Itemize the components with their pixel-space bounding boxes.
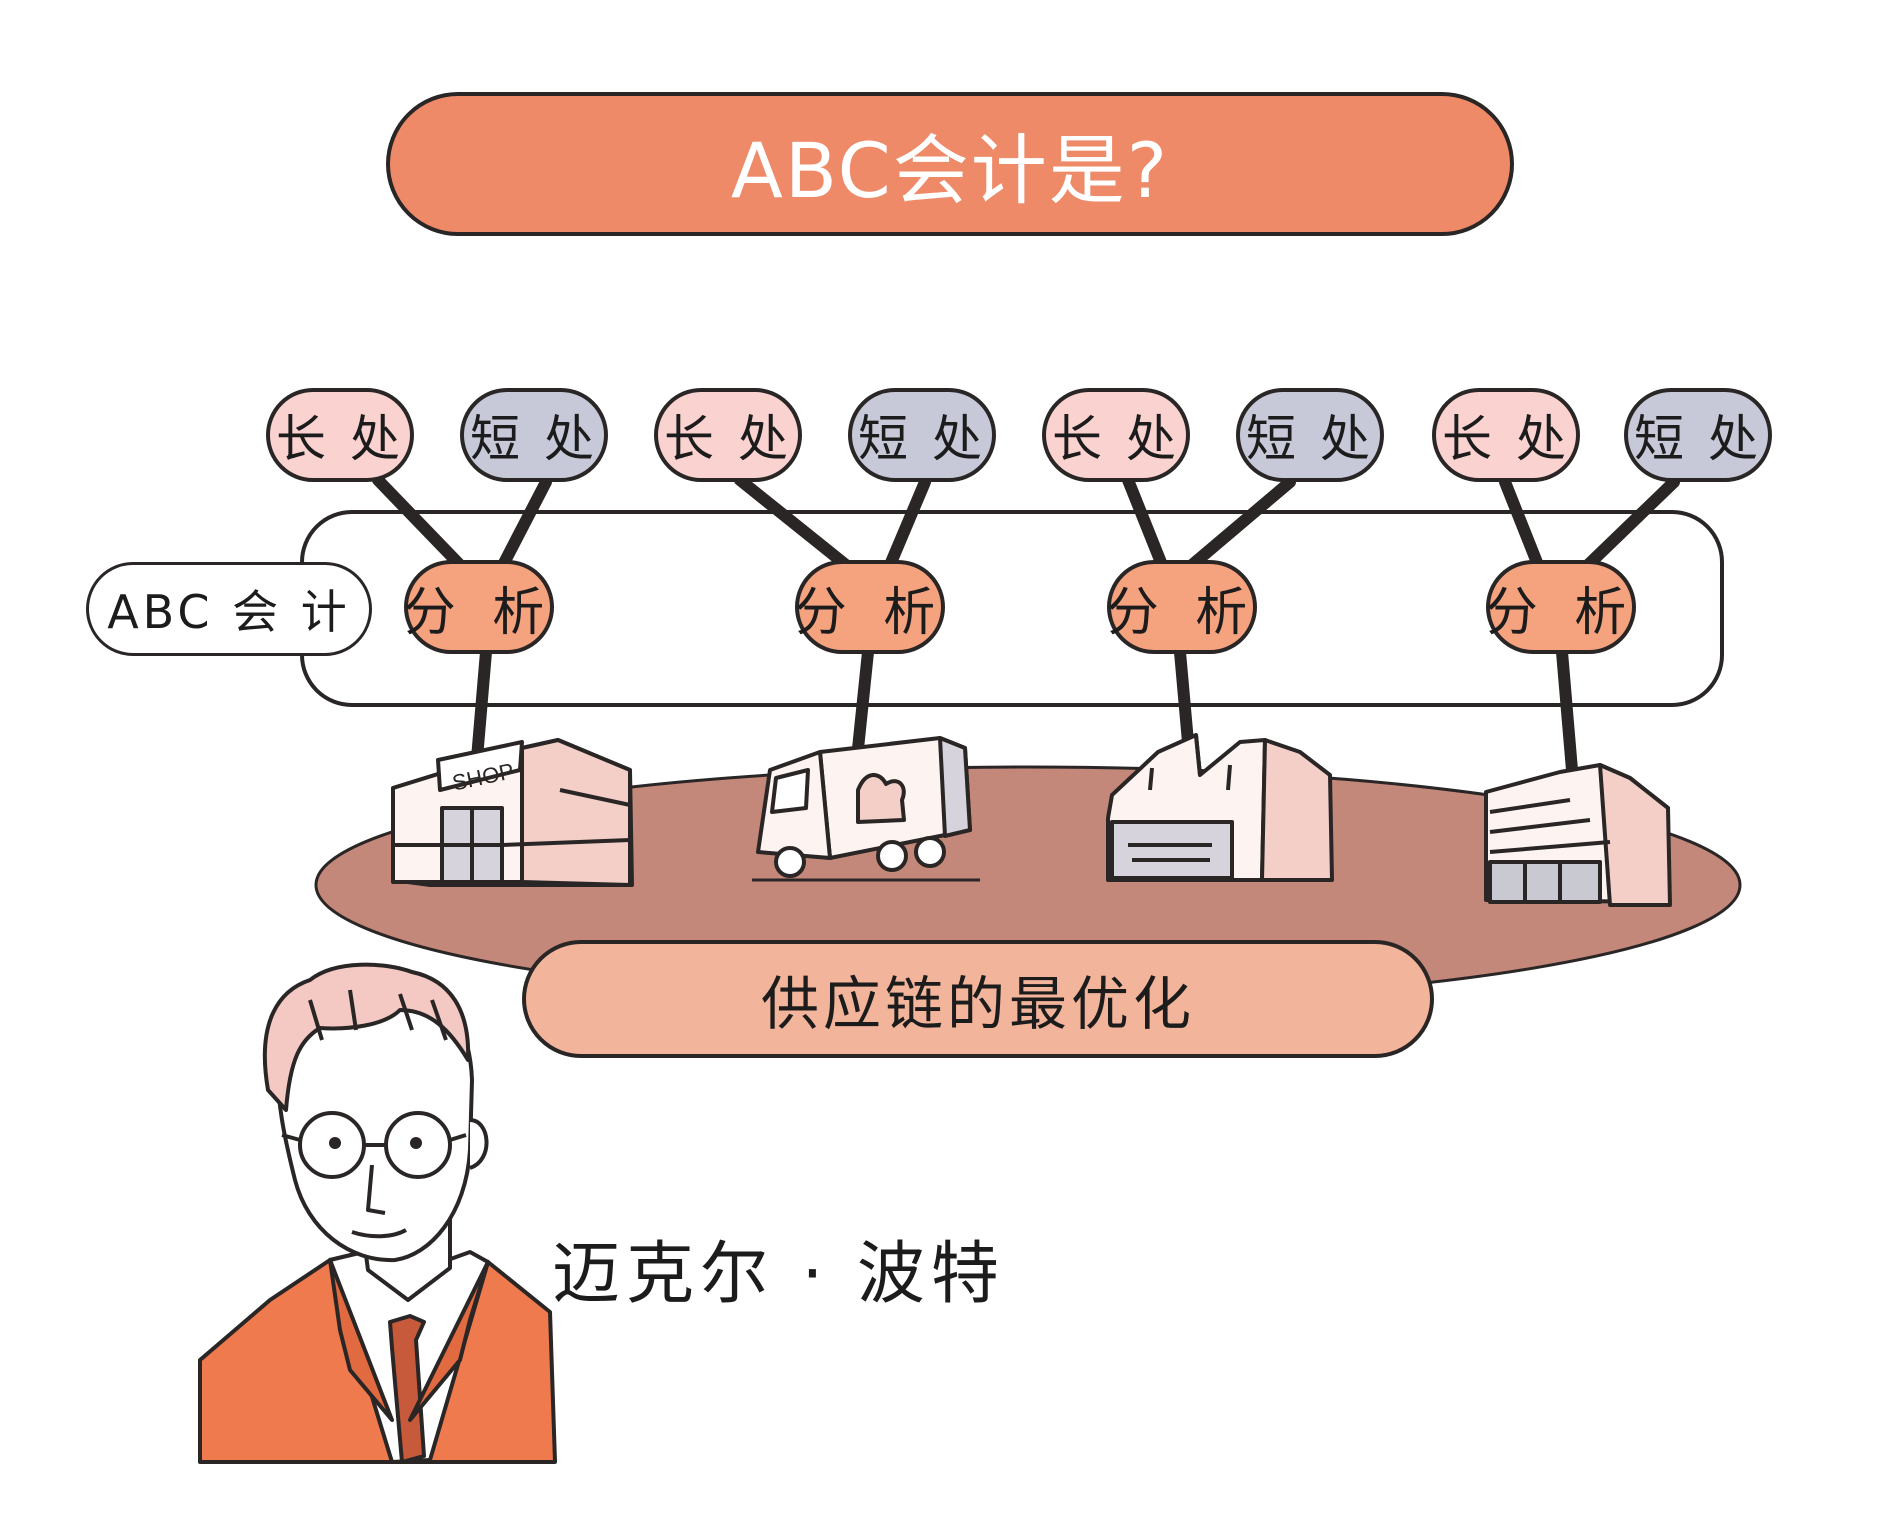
pros-bubble: 长 处 <box>266 388 414 482</box>
cons-bubble: 短 处 <box>848 388 996 482</box>
connector-lines <box>372 474 1680 776</box>
warehouse-icon <box>1484 763 1672 907</box>
analysis-bubble: 分 析 <box>795 560 945 654</box>
person-name: 迈克尔 · 波特 <box>552 1235 1005 1314</box>
abc-accounting-label: ABC 会 计 <box>86 562 372 656</box>
cons-bubble: 短 处 <box>1624 388 1772 482</box>
shop-icon: SHOP <box>391 738 634 887</box>
analysis-bubble: 分 析 <box>1107 560 1257 654</box>
page-title: ABC会计是? <box>386 92 1514 236</box>
factory-icon <box>1106 733 1334 882</box>
michael-porter-portrait <box>198 962 557 1464</box>
pros-bubble: 长 处 <box>654 388 802 482</box>
cons-bubble: 短 处 <box>460 388 608 482</box>
analysis-bubble: 分 析 <box>404 560 554 654</box>
analysis-bubble: 分 析 <box>1486 560 1636 654</box>
pros-bubble: 长 处 <box>1042 388 1190 482</box>
supply-chain-optimization-banner: 供应链的最优化 <box>522 940 1434 1058</box>
cons-bubble: 短 处 <box>1236 388 1384 482</box>
pros-bubble: 长 处 <box>1432 388 1580 482</box>
truck-icon <box>752 736 980 882</box>
